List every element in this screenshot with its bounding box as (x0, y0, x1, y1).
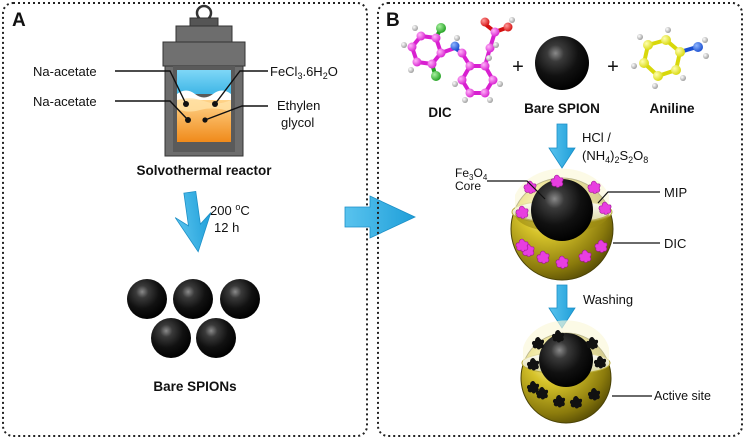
reagent-hcl: HCl / (582, 130, 611, 145)
bare-spions-label: Bare SPIONs (153, 379, 236, 394)
label-na-acetate-2: Na-acetate (33, 94, 97, 109)
label-na-acetate-1: Na-acetate (33, 64, 97, 79)
right-arrow-icon (344, 195, 416, 239)
aniline-label: Aniline (649, 101, 694, 116)
down-arrow-icon (174, 191, 212, 253)
label-ethylen: Ethylen (277, 98, 320, 113)
dic-molecule-icon (401, 17, 515, 103)
core-label-word: Core (455, 179, 481, 193)
core-label-formula: Fe3O4 (455, 166, 488, 182)
spion-sphere (196, 318, 236, 358)
spion-sphere (220, 279, 260, 319)
label-fecl3: FeCl3.6H2O (270, 64, 338, 81)
condition-time: 12 h (214, 220, 239, 235)
panel-a-letter: A (12, 10, 26, 31)
mip-particle-active-sites (520, 320, 612, 424)
spion-sphere (151, 318, 191, 358)
bare-spion-sphere (535, 36, 589, 90)
down-arrow-icon (548, 284, 576, 329)
reagent-persulfate: (NH4)2S2O8 (582, 148, 648, 165)
spion-sphere (173, 279, 213, 319)
washing-label: Washing (583, 292, 633, 307)
active-site-label: Active site (654, 389, 711, 403)
bare-spion-label: Bare SPION (524, 101, 600, 116)
reactor-water-layer (177, 70, 231, 94)
mip-label: MIP (664, 185, 687, 200)
down-arrow-icon (548, 123, 576, 169)
plus-sign-1: + (512, 56, 524, 78)
condition-temperature: 200 oC (210, 202, 250, 218)
mip-particle-with-dic (510, 168, 614, 281)
fe3o4-core-sphere (531, 179, 593, 241)
dic-site-label: DIC (664, 236, 686, 251)
label-glycol: glycol (281, 115, 314, 130)
aniline-molecule-icon (631, 27, 709, 89)
panel-b-frame (377, 2, 743, 437)
panel-b-letter: B (386, 10, 400, 31)
spion-sphere (127, 279, 167, 319)
bare-spions-group (127, 279, 260, 358)
reactor-title: Solvothermal reactor (136, 163, 272, 178)
plus-sign-2: + (607, 56, 619, 78)
dic-label: DIC (428, 105, 452, 120)
